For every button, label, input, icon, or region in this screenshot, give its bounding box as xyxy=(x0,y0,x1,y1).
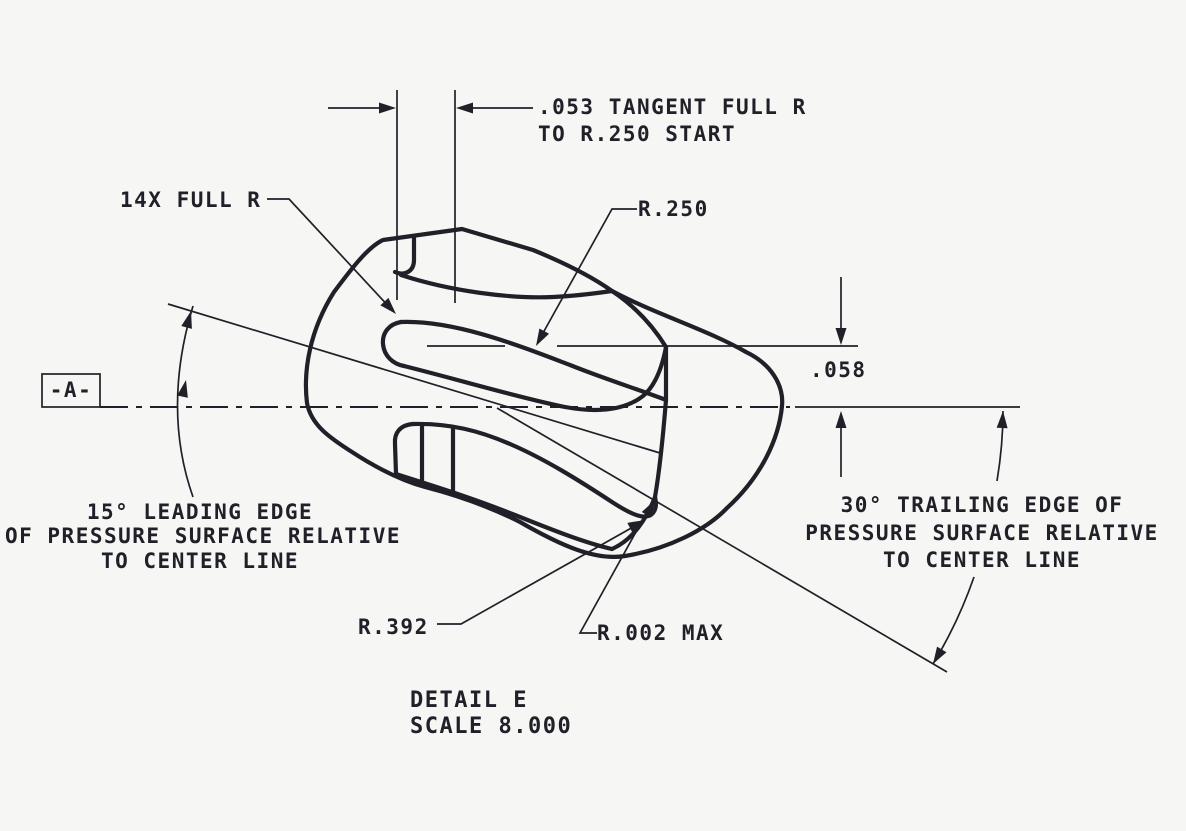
leading-edge-angle-line xyxy=(167,303,661,454)
slot-bottom-upper-edge xyxy=(410,421,658,519)
dim-053-group: .053 TANGENT FULL R TO R.250 START xyxy=(328,90,807,303)
r392-leader-line xyxy=(437,521,643,625)
arrowhead-full-r xyxy=(380,297,396,314)
leading-edge-note-line2: OF PRESSURE SURFACE RELATIVE xyxy=(5,524,401,548)
angle-30-group: 30° TRAILING EDGE OF PRESSURE SURFACE RE… xyxy=(496,407,1159,673)
arrowhead-30-upper xyxy=(996,411,1008,429)
center-line-group: -A- xyxy=(41,373,1020,408)
full-r-label: 14X FULL R xyxy=(120,188,261,212)
angle-15-arc xyxy=(176,305,194,498)
dim-058-text: .058 xyxy=(810,358,867,382)
r250-leader-group: R.250 xyxy=(427,197,858,347)
arrowhead-30-lower xyxy=(933,646,947,664)
dim-058-group: .058 xyxy=(810,277,867,477)
arrowhead-15-upper xyxy=(181,311,192,329)
full-r-leader-group: 14X FULL R xyxy=(120,188,396,314)
trailing-face-line-lower xyxy=(652,397,669,500)
slot-bottom-lower-edge xyxy=(393,471,615,552)
datum-flag-box xyxy=(41,373,101,408)
trailing-edge-note-line2: PRESSURE SURFACE RELATIVE xyxy=(805,521,1159,545)
trailing-edge-note-line1: 30° TRAILING EDGE OF xyxy=(841,493,1124,517)
arrowhead-058-upper xyxy=(835,328,847,345)
arrowhead-053-left xyxy=(379,102,396,114)
angle-15-group: 15° LEADING EDGE OF PRESSURE SURFACE REL… xyxy=(5,303,661,573)
full-r-leader-line xyxy=(267,198,393,311)
slot-middle-end-cap xyxy=(609,288,669,350)
detail-scale: SCALE 8.000 xyxy=(410,714,572,739)
blade-section-geometry xyxy=(303,226,785,559)
slot-bottom-full-r-end xyxy=(392,421,416,477)
lower-radius-leaders-group: R.392 R.002 MAX xyxy=(358,500,724,645)
leading-edge-note-line3: TO CENTER LINE xyxy=(101,549,299,573)
trailing-edge-angle-line xyxy=(496,407,948,673)
dim-053-text-line2: TO R.250 START xyxy=(538,122,736,146)
r002-label: R.002 MAX xyxy=(597,621,724,645)
r250-label: R.250 xyxy=(638,197,709,221)
trailing-edge-note-line3: TO CENTER LINE xyxy=(883,548,1081,572)
dim-053-text-line1: .053 TANGENT FULL R xyxy=(538,95,807,119)
arrowhead-r002 xyxy=(641,500,655,518)
blade-outline xyxy=(303,226,785,559)
leading-edge-note-line1: 15° LEADING EDGE xyxy=(87,500,313,524)
slot-top-lower-edge xyxy=(398,272,615,300)
detail-title-group: DETAIL E SCALE 8.000 xyxy=(410,688,572,739)
arrowhead-053-right xyxy=(456,102,473,114)
detail-title: DETAIL E xyxy=(410,688,528,713)
datum-flag-label: -A- xyxy=(50,378,92,402)
r250-leader-line xyxy=(537,208,637,343)
slot-middle-lower-edge xyxy=(401,344,669,413)
slot-middle-full-r-end xyxy=(380,319,407,369)
arrowhead-15-lower xyxy=(177,380,188,398)
r392-label: R.392 xyxy=(358,615,429,639)
slot-middle-upper-edge xyxy=(398,319,669,403)
arrowhead-r250 xyxy=(536,328,550,346)
r002-leader-line xyxy=(578,502,653,634)
